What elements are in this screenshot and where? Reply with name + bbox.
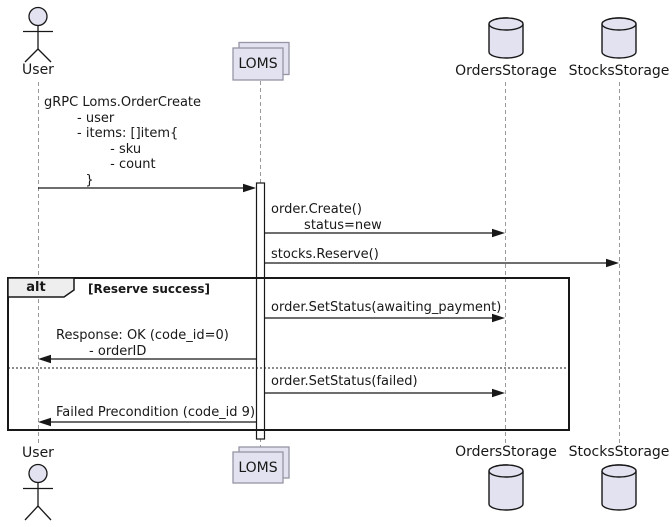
participant-label-loms-top: LOMS bbox=[238, 56, 278, 72]
participant-label-stocks-storage-bottom: StocksStorage bbox=[568, 444, 670, 460]
message-set-status-failed: order.SetStatus(failed) bbox=[271, 374, 418, 389]
arrow-set-status-awaiting bbox=[264, 313, 505, 323]
database-orders-storage-bottom bbox=[488, 464, 524, 511]
arrow-order-create bbox=[264, 228, 505, 238]
message-failed-precondition: Failed Precondition (code_id 9) bbox=[56, 405, 256, 420]
message-order-create-request: gRPC Loms.OrderCreate - user - items: []… bbox=[44, 95, 202, 188]
alt-operator-pentagon bbox=[7, 277, 75, 298]
arrow-failed-precondition bbox=[38, 417, 256, 427]
message-set-status-awaiting: order.SetStatus(awaiting_payment) bbox=[271, 300, 502, 315]
actor-head bbox=[28, 6, 48, 27]
activation-bar-loms bbox=[255, 182, 266, 440]
arrow-order-create-request bbox=[38, 183, 256, 193]
participant-label-loms-bottom: LOMS bbox=[238, 460, 278, 476]
message-arrows bbox=[38, 183, 619, 427]
participant-label-orders-storage-top: OrdersStorage bbox=[455, 63, 557, 79]
arrow-stocks-reserve bbox=[264, 258, 619, 268]
collections-loms-bottom bbox=[232, 446, 290, 484]
message-response-ok: Response: OK (code_id=0) - orderID bbox=[56, 328, 229, 359]
alt-frame-border bbox=[7, 277, 570, 431]
database-stocks-storage-bottom bbox=[601, 464, 637, 511]
message-stocks-reserve: stocks.Reserve() bbox=[271, 247, 379, 262]
actor-head bbox=[28, 463, 48, 484]
alt-guard-label: [Reserve success] bbox=[88, 282, 211, 296]
participant-label-user-bottom: User bbox=[22, 445, 54, 461]
arrow-set-status-failed bbox=[264, 388, 505, 398]
database-orders-storage-top bbox=[488, 17, 524, 59]
actor-user-bottom bbox=[23, 463, 53, 521]
alt-operator-label: alt bbox=[26, 280, 46, 295]
database-stocks-storage-top bbox=[601, 17, 637, 59]
message-order-create: order.Create() status=new bbox=[271, 202, 382, 233]
participant-label-orders-storage-bottom: OrdersStorage bbox=[455, 444, 557, 460]
participant-label-stocks-storage-top: StocksStorage bbox=[568, 63, 670, 79]
arrow-response-ok bbox=[38, 354, 256, 364]
alt-fragment-frame bbox=[7, 277, 570, 431]
participant-label-user-top: User bbox=[22, 62, 54, 78]
actor-user-top bbox=[23, 6, 53, 63]
collections-loms-top bbox=[232, 41, 290, 81]
